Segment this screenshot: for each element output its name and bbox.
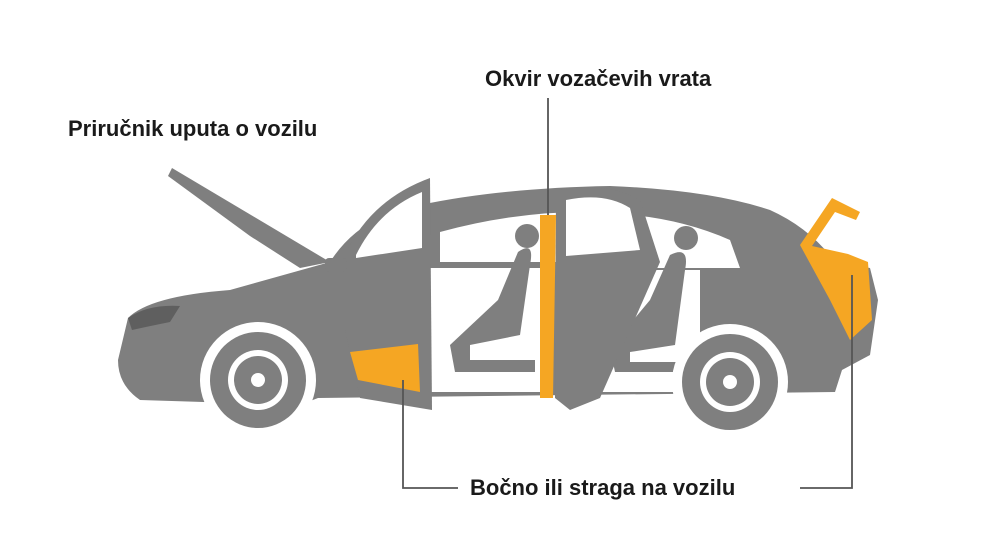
rear-wheel [672,324,788,440]
headlight [128,305,180,330]
label-vehicle-manual: Priručnik uputa o vozilu [68,116,318,141]
open-hood [168,168,330,268]
rear-headrest [674,226,698,250]
front-wheel [200,322,316,438]
leader-lines [402,98,853,489]
label-driver-door-frame: Okvir vozačevih vrata [485,66,712,91]
front-seat [450,248,535,372]
rear-door-open [555,187,660,410]
leader-trunk [800,275,853,489]
label-side-or-rear: Bočno ili straga na vozilu [470,475,736,500]
door-frame-highlight [540,215,556,398]
leader-side-sill [402,380,458,489]
front-headrest [515,224,539,248]
rear-seat [610,252,690,372]
trunk-highlight [800,198,872,340]
